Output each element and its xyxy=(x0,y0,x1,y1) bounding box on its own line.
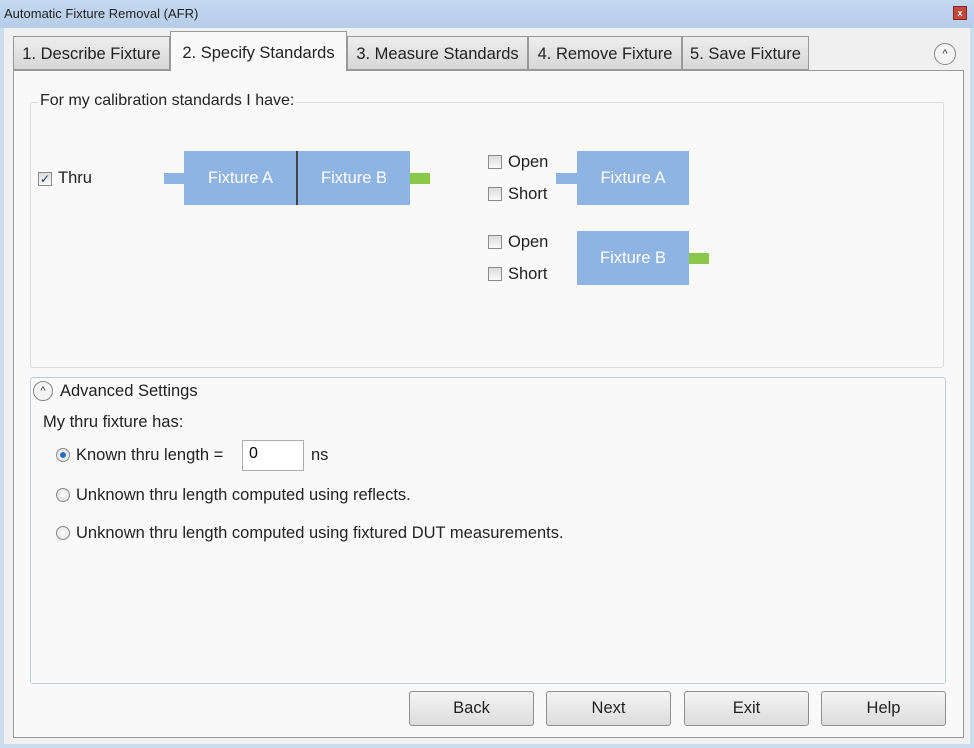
thru-fixture-prompt: My thru fixture has: xyxy=(43,413,184,431)
fixture-divider xyxy=(296,151,298,205)
thru-length-unit: ns xyxy=(311,446,329,464)
thru-checkbox[interactable]: ✓ xyxy=(38,172,52,186)
port-left xyxy=(164,173,184,184)
back-button[interactable]: Back xyxy=(409,691,534,726)
unknown-thru-dut-label: Unknown thru length computed using fixtu… xyxy=(76,524,564,542)
fixture-b-open-checkbox[interactable] xyxy=(488,235,502,249)
title-bar: Automatic Fixture Removal (AFR) x xyxy=(0,0,974,28)
advanced-settings-title[interactable]: Advanced Settings xyxy=(60,382,198,400)
unknown-thru-dut-radio[interactable] xyxy=(56,526,70,540)
port-left xyxy=(556,173,577,184)
fixture-a-box: Fixture A xyxy=(577,151,689,205)
port-right xyxy=(410,173,430,184)
standards-group xyxy=(30,102,944,368)
thru-fixture-a: Fixture A xyxy=(184,151,297,205)
thru-fixture-b: Fixture B xyxy=(298,151,410,205)
advanced-settings-group xyxy=(30,377,946,684)
unknown-thru-reflects-radio[interactable] xyxy=(56,488,70,502)
tab-save-fixture[interactable]: 5. Save Fixture xyxy=(682,36,809,70)
fixture-a-short-checkbox[interactable] xyxy=(488,187,502,201)
known-thru-length-label: Known thru length = xyxy=(76,446,224,464)
window-title: Automatic Fixture Removal (AFR) xyxy=(4,6,199,21)
fixture-b-box: Fixture B xyxy=(577,231,689,285)
thru-length-input[interactable]: 0 xyxy=(242,440,304,471)
standards-legend: For my calibration standards I have: xyxy=(38,92,297,110)
close-button[interactable]: x xyxy=(953,6,967,20)
tab-specify-standards[interactable]: 2. Specify Standards xyxy=(170,31,347,71)
fixture-b-short-checkbox[interactable] xyxy=(488,267,502,281)
tab-describe-fixture[interactable]: 1. Describe Fixture xyxy=(13,36,170,70)
collapse-tabs-icon[interactable]: ^ xyxy=(934,43,956,65)
exit-button[interactable]: Exit xyxy=(684,691,809,726)
thru-label: Thru xyxy=(58,169,92,187)
fixture-b-short-label: Short xyxy=(508,265,548,283)
tab-remove-fixture[interactable]: 4. Remove Fixture xyxy=(528,36,682,70)
unknown-thru-reflects-label: Unknown thru length computed using refle… xyxy=(76,486,411,504)
collapse-advanced-icon[interactable]: ^ xyxy=(33,381,53,401)
known-thru-length-radio[interactable] xyxy=(56,448,70,462)
port-right xyxy=(689,253,709,264)
tab-measure-standards[interactable]: 3. Measure Standards xyxy=(347,36,528,70)
next-button[interactable]: Next xyxy=(546,691,671,726)
fixture-b-open-label: Open xyxy=(508,233,549,251)
help-button[interactable]: Help xyxy=(821,691,946,726)
fixture-a-open-checkbox[interactable] xyxy=(488,155,502,169)
fixture-a-short-label: Short xyxy=(508,185,548,203)
fixture-a-open-label: Open xyxy=(508,153,549,171)
